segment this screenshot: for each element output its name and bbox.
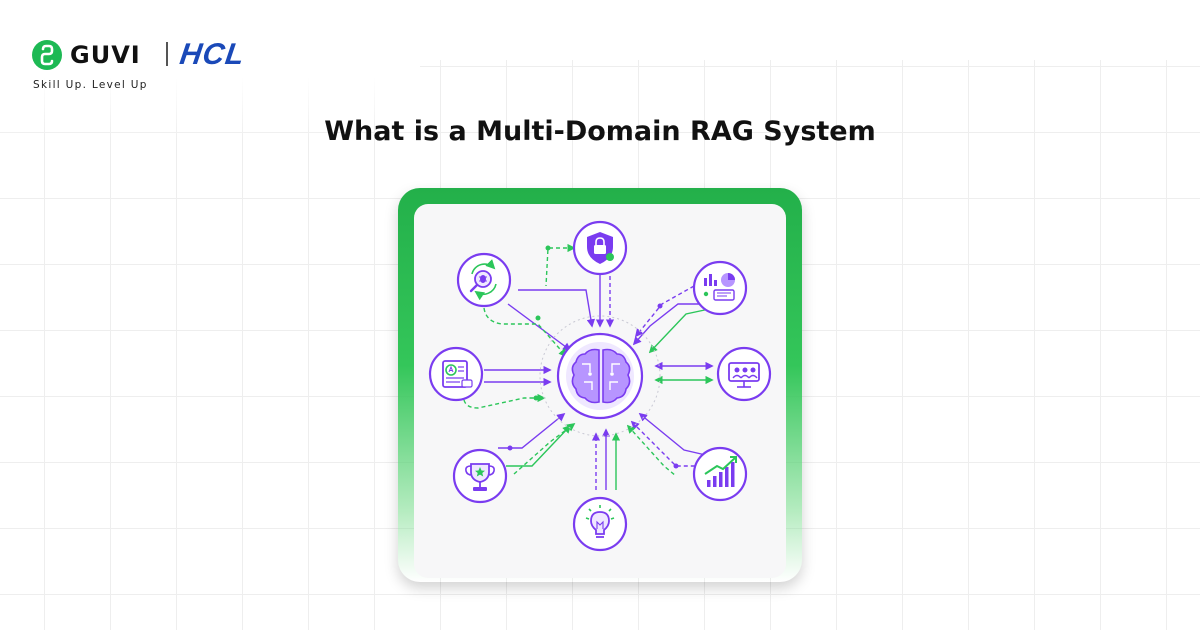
brand-logo[interactable]: GUVI HCL Skill Up. Level Up xyxy=(32,38,332,94)
lightbulb-icon xyxy=(572,496,628,552)
connector-debug-c xyxy=(483,307,568,358)
connector-debug-b xyxy=(507,303,572,352)
grid-fade-corner xyxy=(0,0,420,140)
connector-achievement-c xyxy=(513,422,576,475)
rag-diagram xyxy=(428,220,772,552)
connector-achievement-b xyxy=(506,424,572,467)
center-ring xyxy=(539,315,661,437)
diagram-card xyxy=(398,188,802,582)
brain-icon xyxy=(556,332,644,420)
growth-chart-icon xyxy=(692,446,748,502)
logo-divider xyxy=(166,42,168,66)
connector-analytics-a xyxy=(634,285,695,338)
tagline: Skill Up. Level Up xyxy=(33,79,148,91)
guvi-wordmark: GUVI xyxy=(70,41,141,69)
connector-analytics-c xyxy=(648,307,715,354)
connector-dots xyxy=(507,245,679,469)
connector-achievement-a xyxy=(498,412,566,449)
bug-search-icon xyxy=(456,252,512,308)
document-text-icon xyxy=(428,346,484,402)
guvi-logo-icon xyxy=(32,40,62,70)
connector-growth-b xyxy=(638,412,711,457)
presentation-board-icon xyxy=(716,346,772,402)
chart-dashboard-icon xyxy=(692,260,748,316)
page-title: What is a Multi-Domain RAG System xyxy=(324,116,876,147)
connector-security-c xyxy=(545,243,576,287)
hcl-wordmark: HCL xyxy=(177,38,248,71)
diagram-card-inner xyxy=(414,204,786,578)
connector-debug-a xyxy=(518,289,596,328)
trophy-icon xyxy=(452,448,508,504)
shield-lock-icon xyxy=(572,220,628,276)
connector-growth-c xyxy=(626,424,677,477)
connector-analytics-b xyxy=(632,303,708,346)
connector-document-c xyxy=(463,393,546,409)
